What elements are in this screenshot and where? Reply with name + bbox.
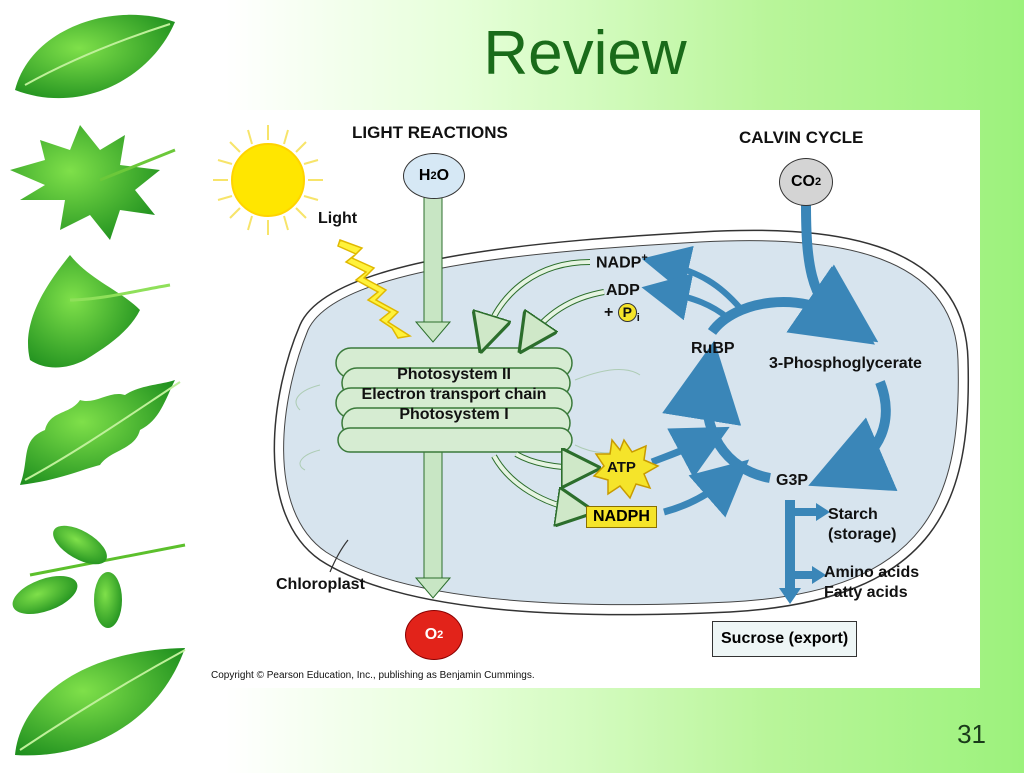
maple-leaf-icon — [10, 125, 176, 240]
g3p-label: G3P — [776, 472, 809, 489]
calvin-cycle-arrows — [641, 203, 898, 491]
photosystem-i-label: Photosystem I — [399, 406, 509, 423]
photosystem-ii-label: Photosystem II — [397, 366, 511, 383]
amino-acids-label: Amino acids — [824, 564, 920, 581]
oak-leaf-icon — [20, 380, 181, 485]
slide-number: 31 — [957, 719, 986, 749]
co2-subscript: 2 — [814, 176, 822, 188]
light-reactions-heading: LIGHT REACTIONS — [352, 123, 508, 142]
chloroplast-pointer — [329, 539, 349, 573]
lightning-bolt-icon — [337, 239, 413, 339]
nadp-plus-label: NADP+ — [596, 252, 648, 272]
h2o-main: H — [418, 167, 431, 184]
co2-main: CO — [790, 173, 815, 190]
electron-transport-chain-label: Electron transport chain — [361, 386, 547, 403]
starch-storage-label: (storage) — [828, 526, 897, 543]
phosphate-subscript: i — [636, 312, 640, 325]
light-label: Light — [318, 210, 358, 227]
leaf-icon — [15, 14, 175, 99]
nadph-to-calvin-arrow — [663, 459, 750, 518]
leaf-icons — [10, 14, 186, 756]
adp-label: ADP — [606, 282, 640, 299]
h2o-tail: O — [436, 167, 450, 184]
compound-leaf-icon — [12, 525, 186, 628]
nadp-superscript: + — [641, 252, 648, 264]
leaf-decoration-strip — [0, 0, 200, 768]
atp-starburst — [592, 438, 660, 500]
sun-icon — [213, 125, 323, 235]
nadph-box: NADPH — [586, 506, 657, 528]
leaf-icon — [15, 648, 186, 756]
o2-subscript: 2 — [437, 629, 444, 641]
atp-label: ATP — [607, 459, 636, 476]
h2o-subscript: 2 — [430, 170, 437, 182]
phosphoglycerate-label: 3-Phosphoglycerate — [769, 355, 922, 372]
chloroplast-label: Chloroplast — [276, 576, 365, 593]
starch-label: Starch — [828, 506, 878, 523]
atp-to-calvin-arrow — [650, 426, 730, 478]
g3p-output-arrows — [779, 500, 830, 604]
fatty-acids-label: Fatty acids — [824, 584, 908, 601]
plus-sign: + — [604, 304, 614, 321]
rubp-label: RuBP — [691, 340, 735, 357]
o2-main: O — [424, 626, 438, 643]
sucrose-export-box: Sucrose (export) — [712, 621, 858, 657]
copyright-notice: Copyright © Pearson Education, Inc., pub… — [211, 670, 535, 681]
thylakoid-stack — [335, 347, 573, 453]
phosphate-symbol: P — [617, 303, 637, 322]
o2-arrow — [414, 449, 452, 599]
slide-title: Review — [483, 19, 687, 88]
nadp-main: NADP — [596, 254, 642, 272]
calvin-cycle-heading: CALVIN CYCLE — [739, 128, 864, 147]
ivy-leaf-icon — [28, 255, 171, 368]
